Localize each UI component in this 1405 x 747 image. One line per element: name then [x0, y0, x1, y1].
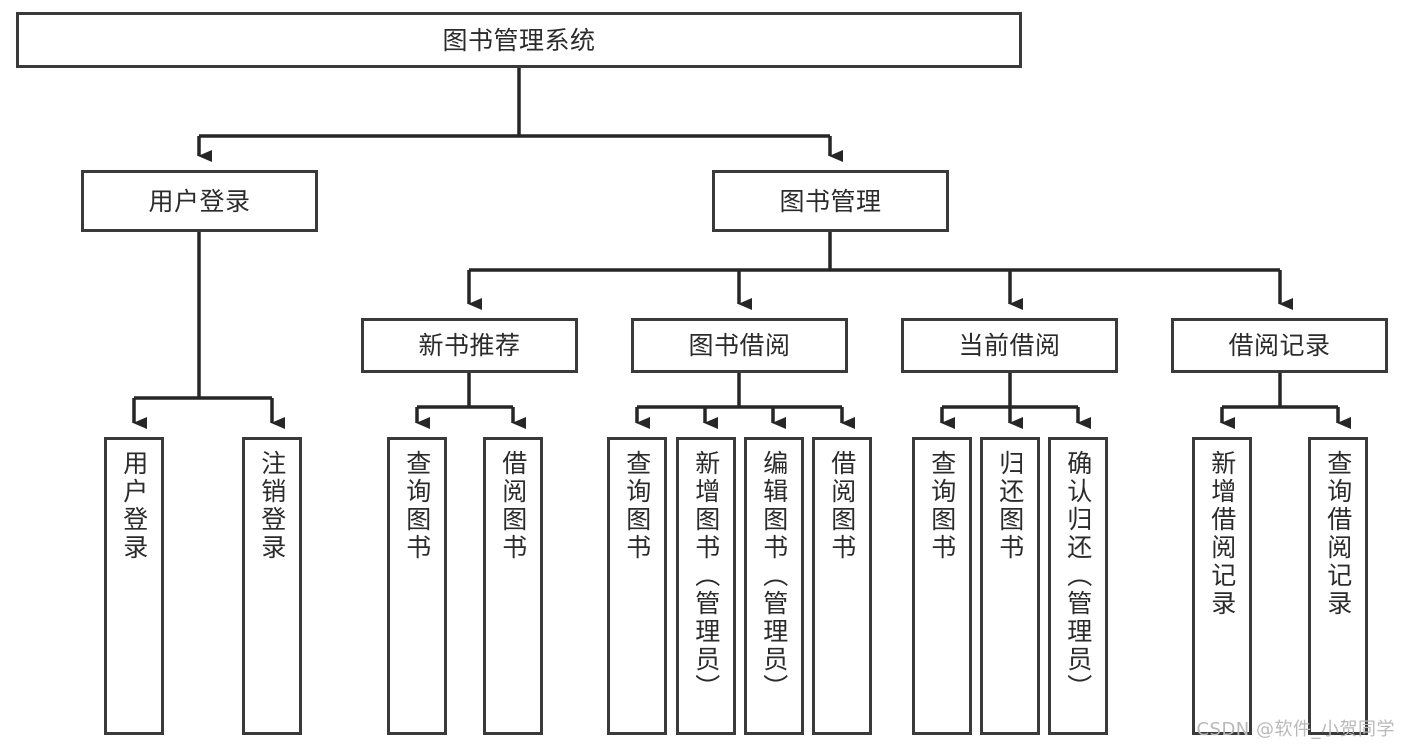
- leaf-return-book[interactable]: 归还图书: [980, 437, 1040, 735]
- leaf-query-book-current[interactable]: 查询图书: [912, 437, 972, 735]
- node-label: 图书借阅: [688, 331, 791, 360]
- node-label: 新增借阅记录: [1207, 450, 1237, 618]
- node-new-book-recommend[interactable]: 新书推荐: [361, 318, 578, 373]
- leaf-add-book[interactable]: 新增图书（管理员）: [676, 437, 736, 735]
- leaf-query-book-recommend[interactable]: 查询图书: [387, 437, 447, 735]
- node-label: 查询图书: [622, 450, 652, 562]
- node-label: 借阅图书: [827, 450, 857, 562]
- node-label: 归还图书: [995, 450, 1025, 562]
- node-label: 新增图书（管理员）: [691, 450, 721, 702]
- node-label: 借阅图书: [498, 450, 528, 562]
- node-label: 当前借阅: [958, 331, 1061, 360]
- node-label: 用户登录: [148, 186, 251, 216]
- node-label: 查询图书: [927, 450, 957, 562]
- node-label: 用户登录: [119, 450, 149, 562]
- leaf-user-login[interactable]: 用户登录: [104, 437, 164, 735]
- node-label: 编辑图书（管理员）: [759, 450, 789, 702]
- leaf-query-book-borrow[interactable]: 查询图书: [607, 437, 667, 735]
- node-user-login[interactable]: 用户登录: [81, 170, 318, 232]
- leaf-logout[interactable]: 注销登录: [242, 437, 302, 735]
- node-label: 确认归还（管理员）: [1063, 450, 1093, 702]
- leaf-borrow-book[interactable]: 借阅图书: [812, 437, 872, 735]
- node-label: 新书推荐: [418, 331, 521, 360]
- node-label: 查询借阅记录: [1323, 450, 1353, 618]
- node-label: 查询图书: [402, 450, 432, 562]
- leaf-edit-book[interactable]: 编辑图书（管理员）: [744, 437, 804, 735]
- leaf-borrow-book-recommend[interactable]: 借阅图书: [483, 437, 543, 735]
- node-label: 图书管理系统: [442, 25, 596, 55]
- node-book-management[interactable]: 图书管理: [712, 170, 949, 232]
- node-book-borrow[interactable]: 图书借阅: [631, 318, 848, 373]
- leaf-confirm-return[interactable]: 确认归还（管理员）: [1048, 437, 1108, 735]
- node-label: 注销登录: [257, 450, 287, 562]
- watermark-text: CSDN @软件_小贺同学: [1196, 719, 1395, 740]
- node-current-borrow[interactable]: 当前借阅: [901, 318, 1118, 373]
- node-label: 借阅记录: [1228, 331, 1331, 360]
- node-borrow-record[interactable]: 借阅记录: [1171, 318, 1388, 373]
- leaf-query-borrow-record[interactable]: 查询借阅记录: [1308, 437, 1368, 735]
- leaf-add-borrow-record[interactable]: 新增借阅记录: [1192, 437, 1252, 735]
- node-label: 图书管理: [779, 186, 882, 216]
- node-root-book-management-system[interactable]: 图书管理系统: [16, 12, 1022, 68]
